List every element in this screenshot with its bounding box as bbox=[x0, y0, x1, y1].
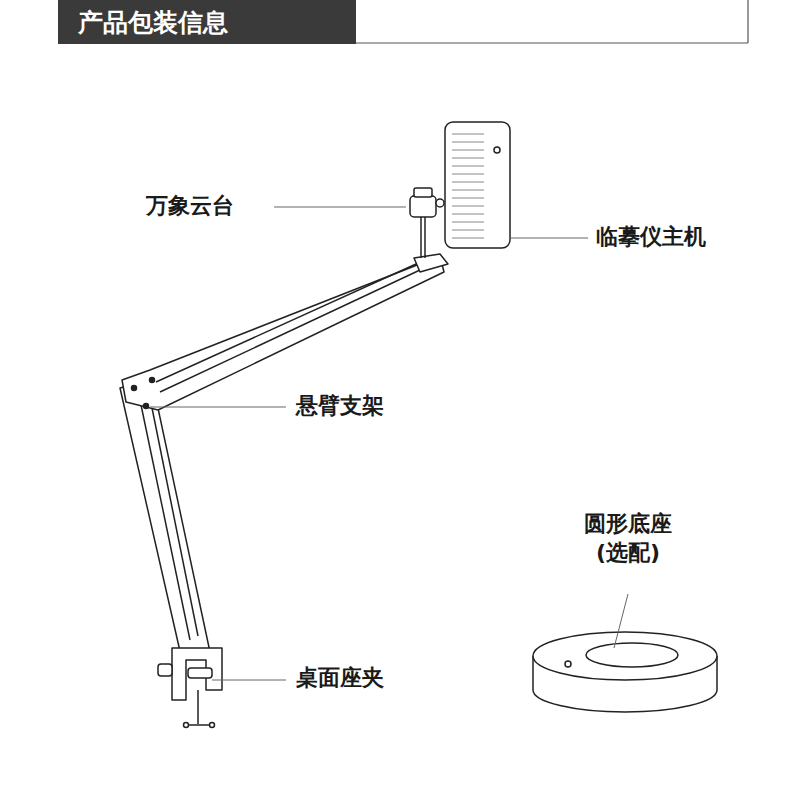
clamp-handle bbox=[186, 724, 212, 726]
base-hole bbox=[586, 643, 678, 667]
clamp-pad bbox=[188, 668, 212, 678]
desk-clamp bbox=[172, 648, 222, 700]
title-bar: 产品包装信息 bbox=[58, 0, 356, 44]
arm-stand bbox=[120, 188, 448, 728]
part-label: 临摹仪主机 bbox=[596, 223, 706, 252]
ball-head-top bbox=[414, 188, 432, 197]
round-base bbox=[533, 632, 717, 712]
clamp-handle-end bbox=[210, 723, 215, 728]
leader-line bbox=[274, 207, 406, 208]
lower-arm bbox=[120, 380, 210, 660]
base-top bbox=[533, 632, 717, 680]
leader-line bbox=[511, 238, 588, 239]
pivot bbox=[144, 404, 149, 409]
arm-tip bbox=[414, 254, 448, 272]
projector-body bbox=[445, 122, 510, 248]
projector-ridges bbox=[452, 134, 484, 238]
upper-arm-slot bbox=[160, 270, 420, 392]
leader-line bbox=[614, 594, 628, 648]
ball-head-knob bbox=[436, 199, 444, 207]
lower-arm-slot bbox=[140, 400, 190, 640]
ball-head-stem bbox=[424, 216, 426, 258]
part-label: 万象云台 bbox=[146, 192, 234, 221]
leader-line bbox=[212, 680, 286, 681]
lower-arm-slot bbox=[150, 398, 198, 636]
clamp-screw bbox=[197, 690, 199, 724]
clamp-knob bbox=[158, 664, 172, 676]
leader-lines bbox=[150, 207, 628, 680]
projector-unit bbox=[445, 122, 510, 248]
page-title: 产品包装信息 bbox=[78, 6, 228, 39]
header-rule bbox=[356, 0, 748, 43]
projector-button bbox=[494, 147, 500, 153]
pivot bbox=[132, 386, 137, 391]
upper-arm-slot bbox=[156, 264, 416, 382]
ball-head-stem bbox=[420, 216, 422, 258]
part-label: 桌面座夹 bbox=[296, 664, 384, 693]
upper-arm bbox=[122, 256, 444, 410]
ball-head bbox=[410, 196, 436, 217]
part-label: 圆形底座 (选配) bbox=[578, 510, 678, 567]
part-label: 悬臂支架 bbox=[296, 392, 384, 421]
base-screw-hole bbox=[565, 661, 571, 667]
clamp-handle-end bbox=[184, 723, 189, 728]
pivot bbox=[150, 378, 155, 383]
leader-line bbox=[150, 407, 286, 408]
